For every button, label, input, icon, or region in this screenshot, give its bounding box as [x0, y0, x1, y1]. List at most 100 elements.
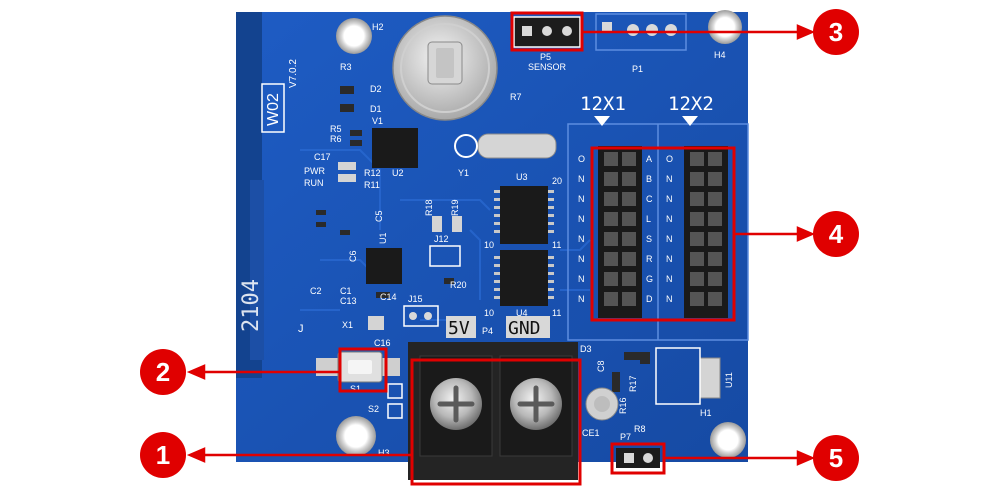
highlight-terminal-block — [410, 358, 582, 486]
pin-label: N — [666, 234, 673, 244]
label-p1: P1 — [632, 64, 643, 74]
pin-label: D — [646, 294, 653, 304]
jumper-j15 — [403, 305, 439, 327]
crystal-oscillator — [454, 133, 557, 159]
label-h2: H2 — [372, 22, 384, 32]
pin-label: N — [666, 174, 673, 184]
label-u3: U3 — [516, 172, 528, 182]
pin-label: N — [578, 254, 585, 264]
hub12-connectors — [594, 116, 728, 318]
label-pin11: 11 — [552, 240, 561, 250]
label-p7: P7 — [620, 432, 631, 442]
label-y1: Y1 — [458, 168, 469, 178]
pin-label: O — [666, 154, 673, 164]
label-u11: U11 — [724, 372, 734, 388]
label-u1: U1 — [378, 232, 388, 244]
pin-label: N — [666, 254, 673, 264]
label-p4: P4 — [482, 326, 493, 336]
label-ce1: CE1 — [582, 428, 600, 438]
board-version-label: V7.0.2 — [288, 59, 299, 88]
ground-label: GND — [508, 318, 541, 339]
label-c1: C1 — [340, 286, 352, 296]
pin-label: O — [578, 154, 585, 164]
callout-badges: 1 2 3 4 5 — [140, 9, 859, 481]
ic-u3 — [500, 186, 548, 244]
label-h4: H4 — [714, 50, 726, 60]
label-r6: R6 — [330, 134, 342, 144]
label-d2: D2 — [370, 84, 382, 94]
label-u2: U2 — [392, 168, 404, 178]
mount-hole-bottom-left — [336, 416, 376, 456]
s2-pads — [387, 383, 403, 419]
label-r12: R12 — [364, 168, 381, 178]
svg-text:3: 3 — [829, 17, 843, 47]
pin-label: N — [578, 234, 585, 244]
label-r17: R17 — [628, 375, 638, 392]
label-r5: R5 — [330, 124, 342, 134]
callout-badge-5: 5 — [813, 435, 859, 481]
label-r19: R19 — [450, 199, 460, 216]
label-pin10: 10 — [484, 240, 494, 250]
label-pin20: 20 — [552, 176, 562, 186]
label-j15: J15 — [408, 294, 423, 304]
label-s1: S1 — [350, 384, 361, 394]
pin-label: A — [646, 154, 652, 164]
mounting-holes — [336, 10, 746, 458]
svg-text:5: 5 — [829, 443, 843, 473]
label-c8: C8 — [596, 360, 606, 372]
ic-u1 — [366, 248, 402, 284]
sensor-header-p5 — [513, 16, 581, 48]
p7-jumper-pads — [616, 448, 660, 468]
label-c6: C6 — [348, 250, 358, 262]
svg-text:4: 4 — [829, 219, 844, 249]
ic-u4 — [500, 250, 548, 306]
header-2-label: 12X2 — [668, 93, 714, 115]
pin-column-2: A B C L S R G D — [646, 154, 653, 304]
label-x1: X1 — [342, 320, 353, 330]
board-model-label: W02 — [265, 93, 282, 126]
pin-label: N — [666, 194, 673, 204]
pin-label: R — [646, 254, 653, 264]
label-r16: R16 — [618, 397, 628, 414]
pin-label: L — [646, 214, 651, 224]
label-sensor: SENSOR — [528, 62, 567, 72]
callout-arrows — [186, 24, 816, 466]
callout-badge-2: 2 — [140, 349, 186, 395]
label-pin11b: 11 — [552, 308, 561, 318]
label-run: RUN — [304, 178, 324, 188]
svg-text:2: 2 — [156, 357, 170, 387]
pin-label: N — [578, 174, 585, 184]
label-h3: H3 — [378, 448, 390, 458]
pin-column-1: O N N N N N N N — [578, 154, 585, 304]
pin-label: N — [666, 274, 673, 284]
header-1-label: 12X1 — [580, 93, 626, 115]
pin-label: B — [646, 174, 652, 184]
capacitor-ce1 — [585, 387, 619, 421]
ic-v1 — [372, 128, 418, 168]
callout-badge-4: 4 — [813, 211, 859, 257]
pin-label: N — [666, 214, 673, 224]
callout-badge-3: 3 — [813, 9, 859, 55]
pin-label: G — [646, 274, 653, 284]
label-h1: H1 — [700, 408, 712, 418]
label-c14: C14 — [380, 292, 397, 302]
silkscreen-text: W02 V7.0.2 2104 J 5V GND 12X1 12X2 H2 H3… — [239, 22, 734, 458]
label-c13: C13 — [340, 296, 357, 306]
label-r20: R20 — [450, 280, 467, 290]
mount-hole-top-right — [708, 10, 742, 44]
label-r18: R18 — [424, 199, 434, 216]
label-u4: U4 — [516, 308, 528, 318]
pin-label: N — [578, 294, 585, 304]
label-r8: R8 — [634, 424, 646, 434]
label-r7: R7 — [510, 92, 522, 102]
label-d3: D3 — [580, 344, 592, 354]
label-c5: C5 — [374, 210, 384, 222]
label-pin10b: 10 — [484, 308, 494, 318]
mount-hole-top-left — [336, 18, 372, 54]
pin-column-3: O N N N N N N N — [666, 154, 673, 304]
label-d1: D1 — [370, 104, 382, 114]
label-pwr: PWR — [304, 166, 325, 176]
pin-label: N — [578, 214, 585, 224]
mount-hole-bottom-right — [710, 422, 746, 458]
